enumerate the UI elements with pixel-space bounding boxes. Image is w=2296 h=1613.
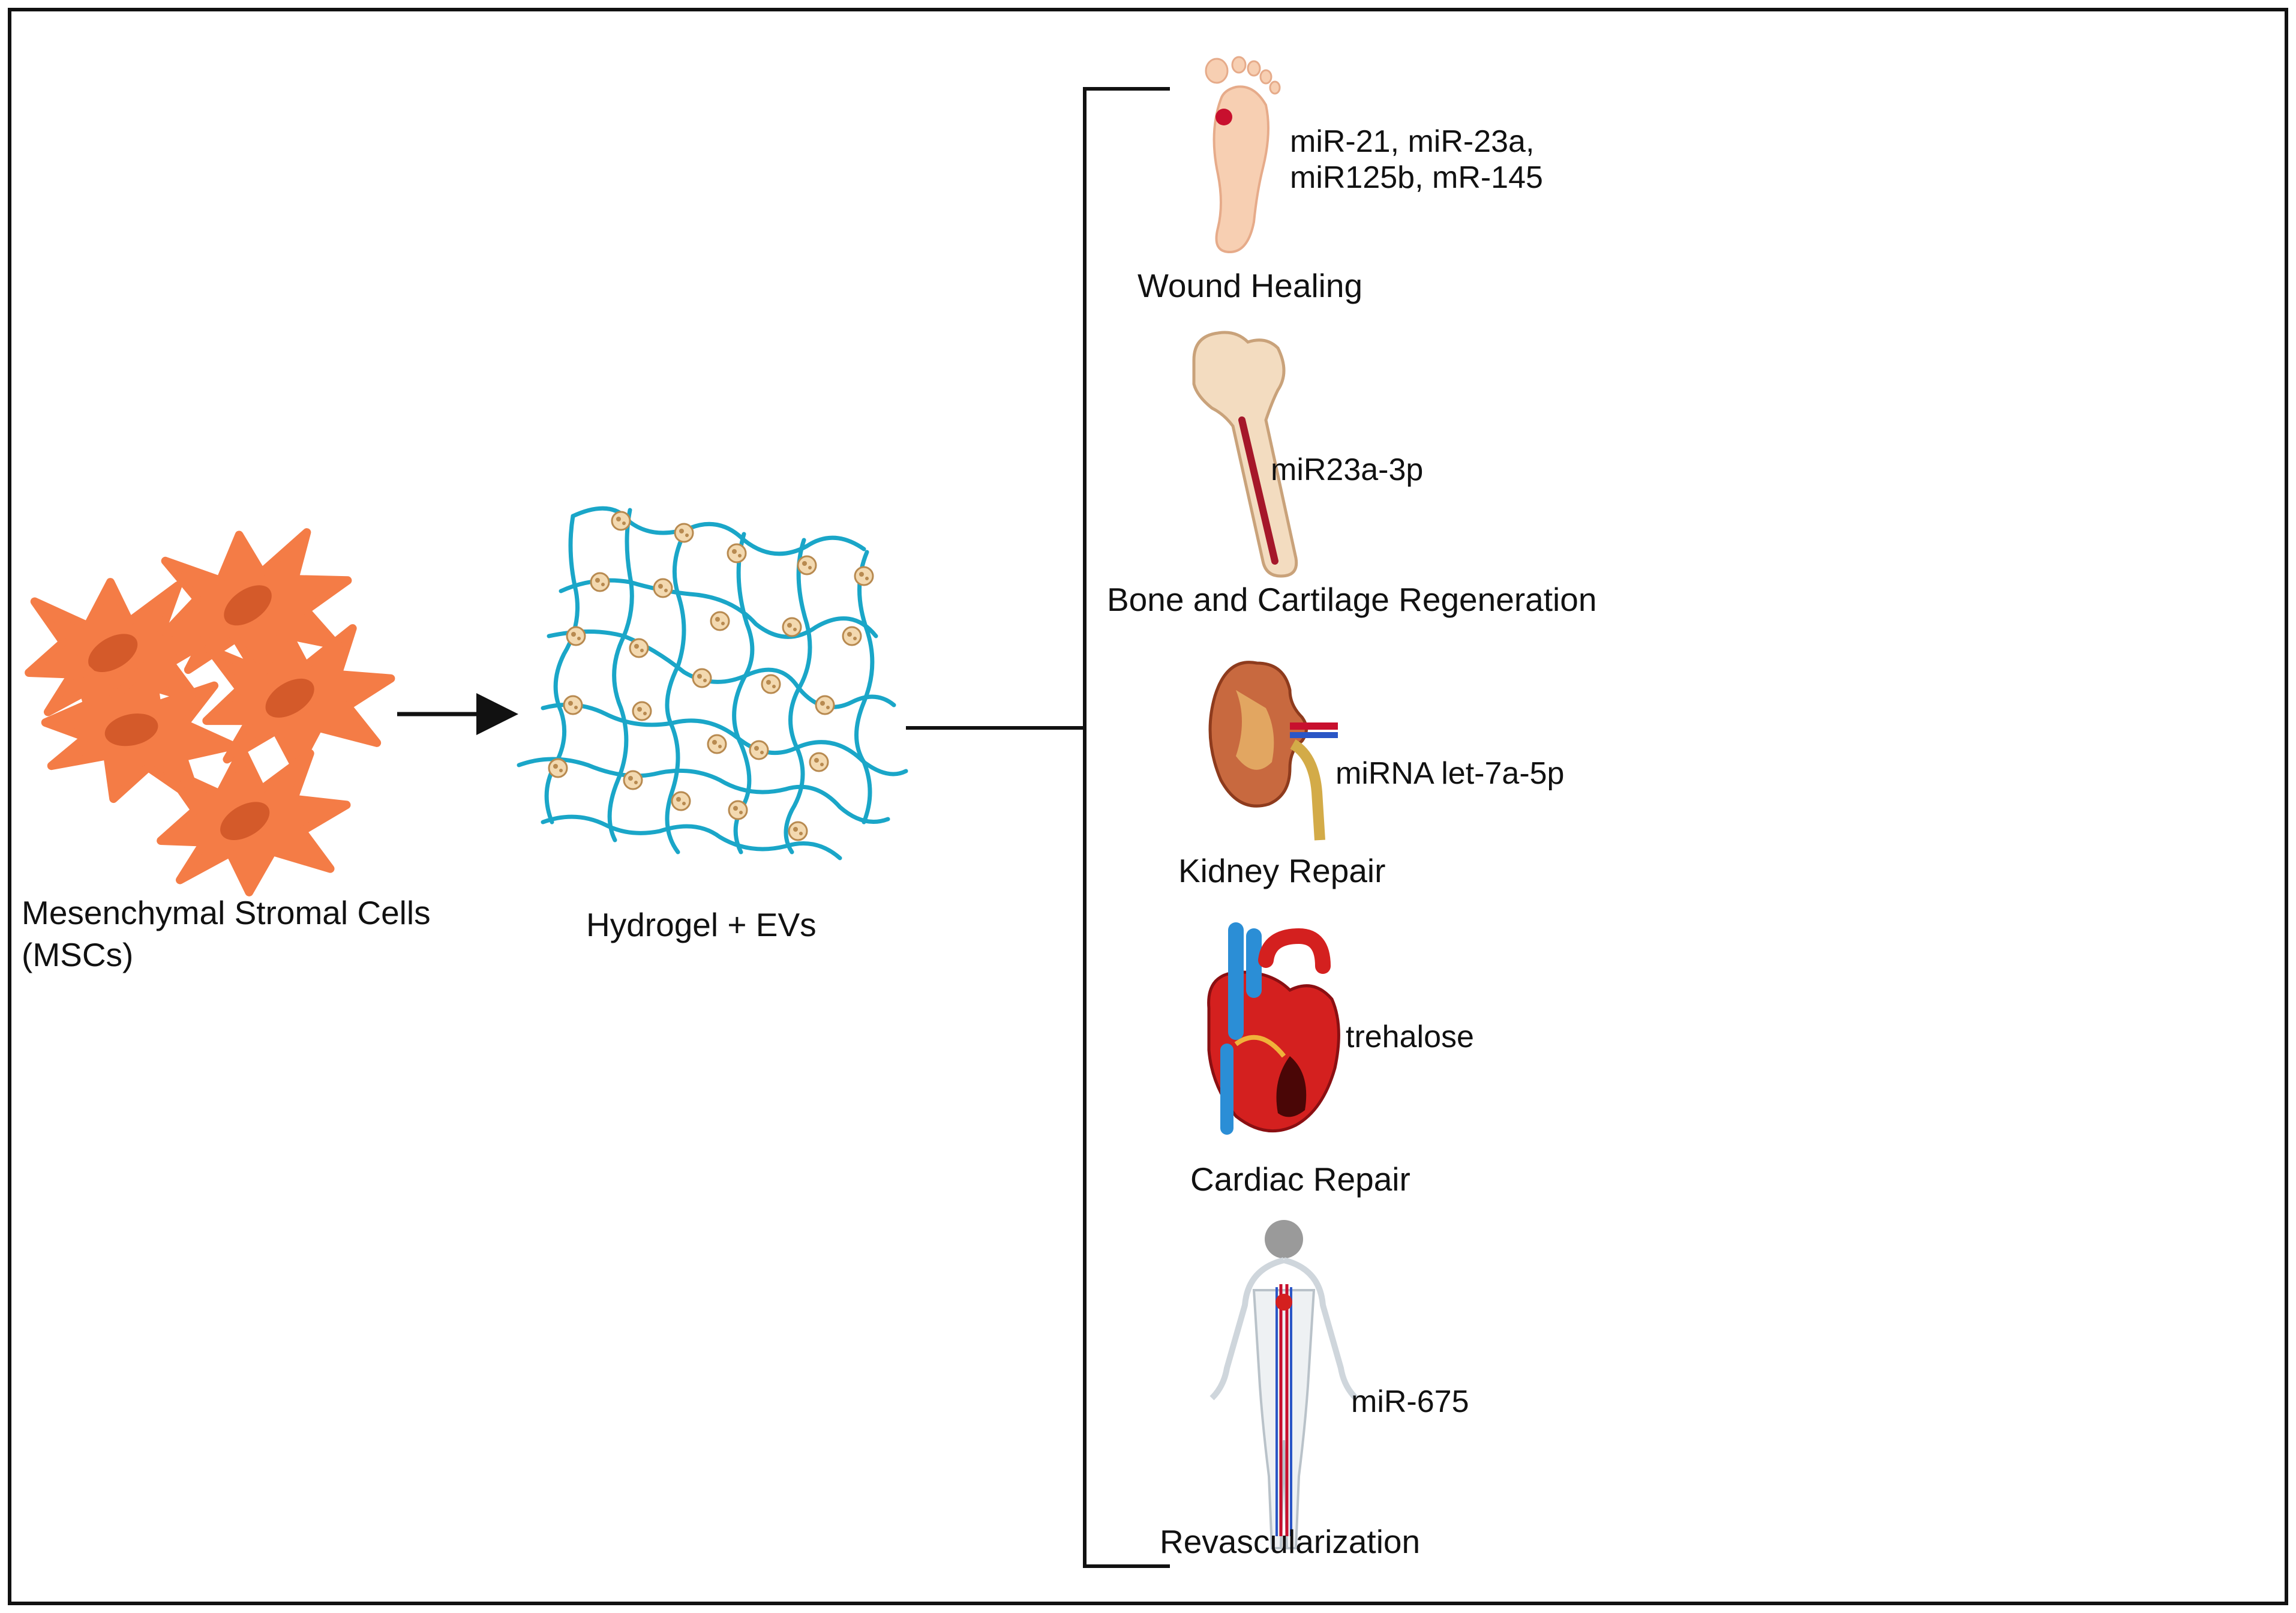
bone-mirna: miR23a-3p — [1271, 452, 1424, 487]
heart-icon — [1207, 922, 1340, 1135]
body-vasculature-icon — [1209, 1220, 1358, 1549]
extracellular-vesicles — [548, 511, 874, 841]
msc-label-line2: (MSCs) — [22, 936, 134, 973]
kidney-repair-title: Kidney Repair — [1178, 852, 1386, 889]
msc-cells-icon — [16, 511, 405, 906]
kidney-mirna: miRNA let-7a-5p — [1335, 756, 1565, 791]
kidney-icon — [1208, 661, 1338, 841]
foot-icon — [1205, 56, 1281, 254]
cardiac-repair-title: Cardiac Repair — [1190, 1161, 1410, 1198]
bone-cartilage-title: Bone and Cartilage Regeneration — [1107, 581, 1597, 618]
msc-label-line1: Mesenchymal Stromal Cells — [22, 894, 431, 931]
femur-bone-icon — [1192, 331, 1298, 578]
wound-marker — [1215, 109, 1232, 125]
revascularization-title: Revascularization — [1160, 1523, 1421, 1560]
revasc-mirna: miR-675 — [1351, 1384, 1469, 1419]
figure-border — [8, 8, 2288, 1605]
outcome-bracket — [1083, 87, 1170, 1568]
cardiac-treatment: trehalose — [1346, 1020, 1474, 1054]
hydrogel-label: Hydrogel + EVs — [586, 906, 817, 943]
wound-healing-title: Wound Healing — [1138, 267, 1363, 304]
hydrogel-ev-network-icon — [517, 506, 908, 861]
wound-mirna-line1: miR-21, miR-23a, — [1290, 124, 1535, 159]
wound-mirna-line2: miR125b, mR-145 — [1290, 160, 1543, 195]
